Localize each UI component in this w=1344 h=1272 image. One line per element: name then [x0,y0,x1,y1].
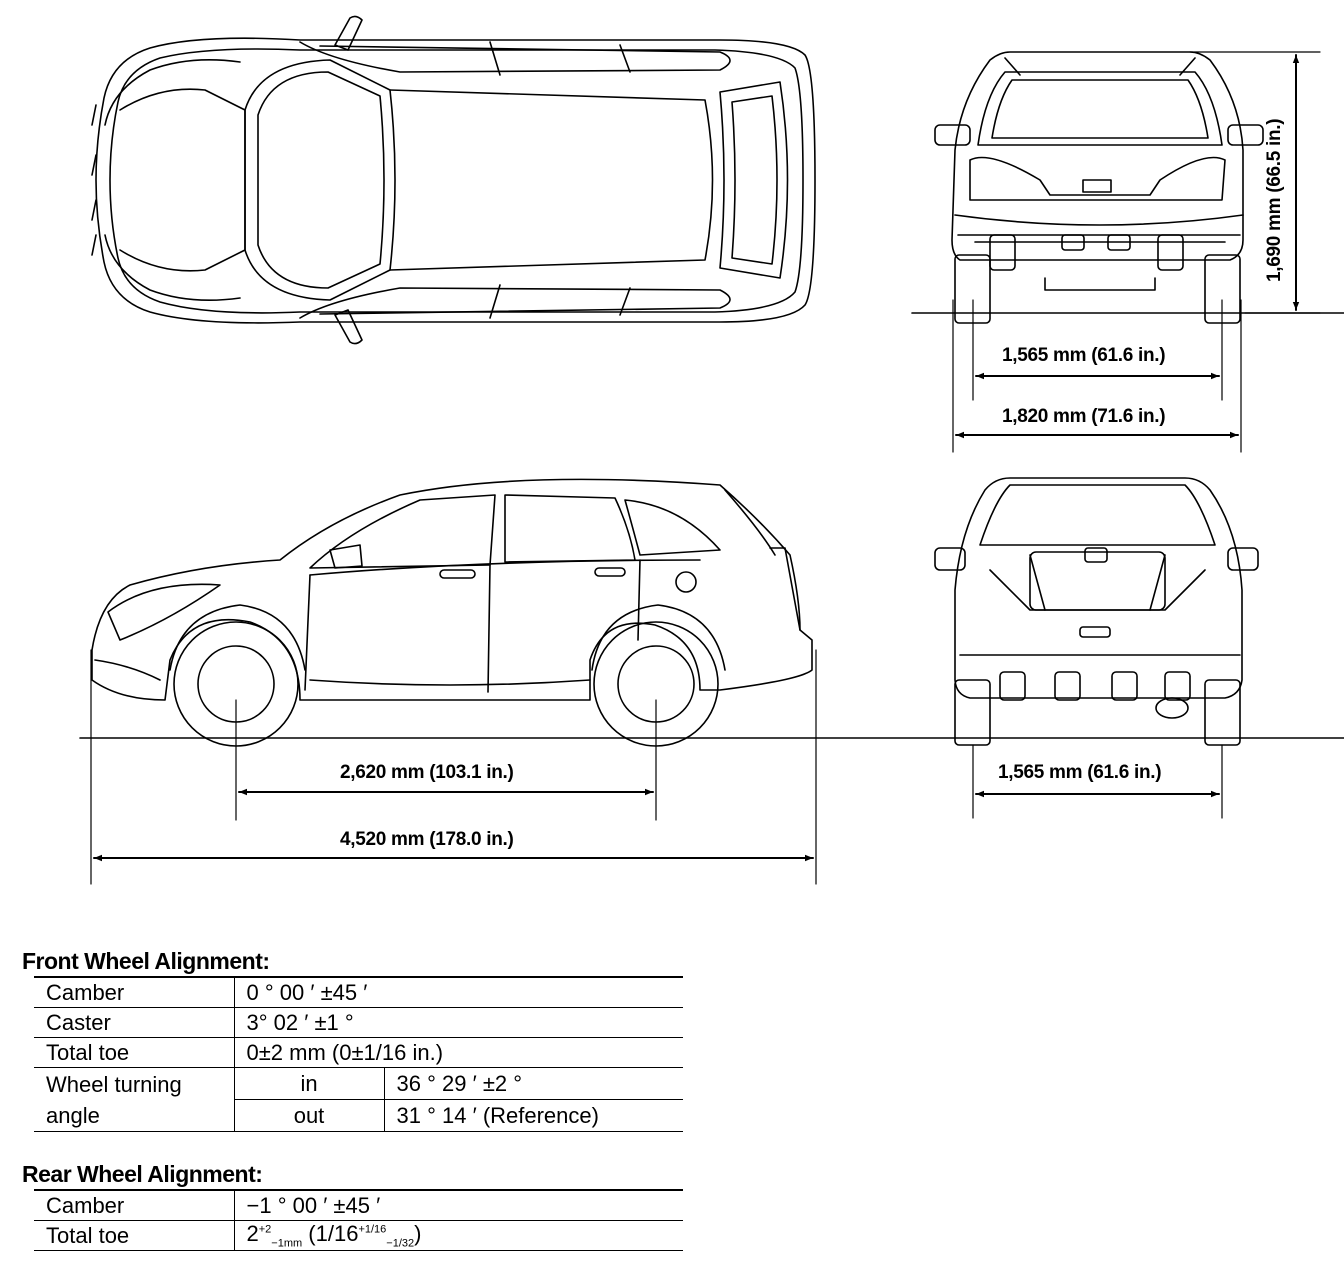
front-tread-dimension: 1,565 mm (61.6 in.) [1002,345,1166,366]
side-view [79,478,1344,885]
rear-toe-paren-open: (1/16 [302,1221,359,1247]
camber-label: Camber [34,976,234,1008]
wheel-turning-label-line2: angle [46,1103,100,1128]
rear-view [934,477,1259,819]
wheel-turning-label-line1: Wheel turning [46,1072,182,1097]
rear-total-toe-label: Total toe [34,1220,234,1251]
rear-toe-paren-sup: +1/16 [358,1223,387,1236]
table-row: Camber −1 ° 00 ′ ±45 ′ [34,1189,683,1221]
table-row: Camber 0 ° 00 ′ ±45 ′ [34,976,683,1008]
total-toe-label: Total toe [34,1037,234,1068]
rear-toe-main: 2 [246,1221,259,1247]
rear-toe-paren-close: ) [414,1221,422,1247]
rear-alignment-table: Camber −1 ° 00 ′ ±45 ′ Total toe 2+2−1mm… [34,1189,683,1251]
wheel-turning-angle-label: Wheel turning angle [34,1067,234,1132]
camber-value: 0 ° 00 ′ ±45 ′ [233,976,683,1008]
caster-value: 3° 02 ′ ±1 ° [233,1007,683,1038]
overall-length-dimension: 4,520 mm (178.0 in.) [340,829,514,850]
turning-in-value: 36 ° 29 ′ ±2 ° [383,1067,683,1100]
top-view [91,15,816,345]
table-row: Caster 3° 02 ′ ±1 ° [34,1007,683,1038]
table-row: Total toe 0±2 mm (0±1/16 in.) [34,1037,683,1068]
caster-label: Caster [34,1007,234,1038]
front-view [911,51,1344,453]
front-alignment-title: Front Wheel Alignment: [22,948,270,974]
wheelbase-dimension: 2,620 mm (103.1 in.) [340,762,514,783]
rear-toe-paren-sub: −1/32 [386,1237,415,1250]
rear-camber-label: Camber [34,1189,234,1221]
rear-total-toe-value: 2+2−1mm (1/16+1/16−1/32) [233,1220,683,1251]
turning-out-value: 31 ° 14 ′ (Reference) [383,1099,683,1132]
table-row: Total toe 2+2−1mm (1/16+1/16−1/32) [34,1220,683,1251]
overall-width-dimension: 1,820 mm (71.6 in.) [1002,406,1166,427]
total-toe-value: 0±2 mm (0±1/16 in.) [233,1037,683,1068]
rear-toe-sub: −1mm [271,1237,303,1250]
rear-toe-sup: +2 [258,1223,272,1236]
turning-out-label: out [233,1099,384,1132]
table-row: Wheel turning angle in 36 ° 29 ′ ±2 ° [34,1067,683,1132]
table-row: out 31 ° 14 ′ (Reference) [34,1099,683,1132]
turning-in-label: in [233,1067,384,1100]
front-alignment-table: Camber 0 ° 00 ′ ±45 ′ Caster 3° 02 ′ ±1 … [34,976,683,1132]
rear-alignment-title: Rear Wheel Alignment: [22,1161,263,1187]
height-dimension: 1,690 mm (66.5 in.) [1264,118,1285,282]
rear-tread-dimension: 1,565 mm (61.6 in.) [998,762,1162,783]
rear-camber-value: −1 ° 00 ′ ±45 ′ [233,1189,683,1221]
